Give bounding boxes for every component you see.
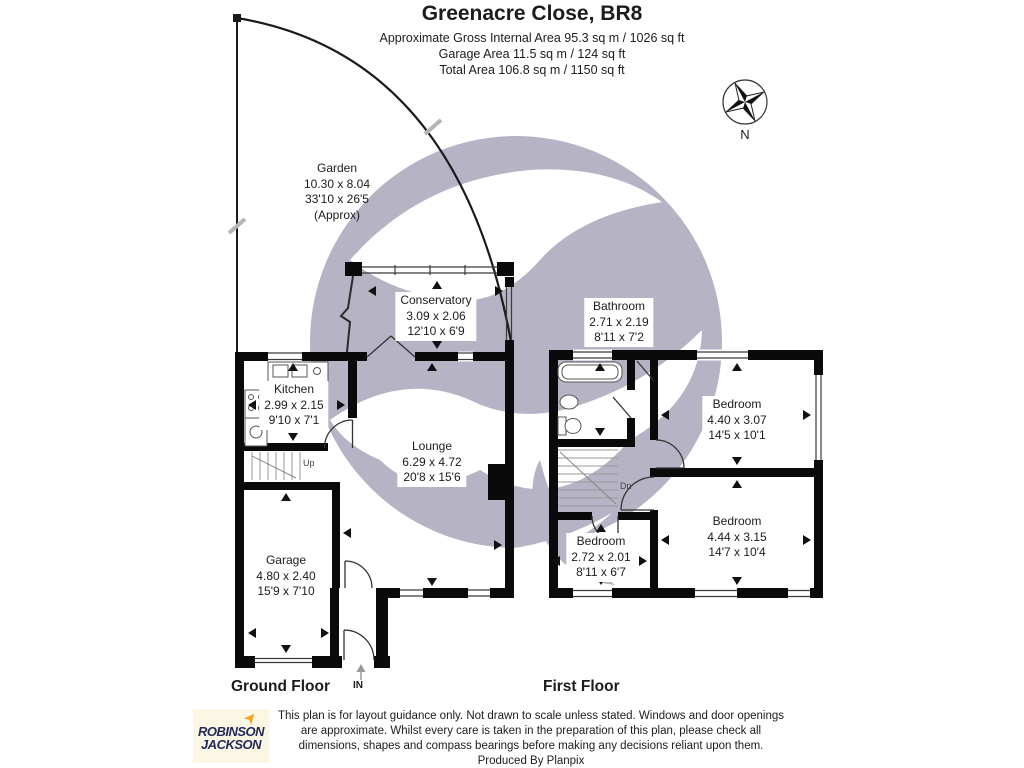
room-dim-imperial: 8'11 x 6'7 — [576, 565, 626, 579]
room-dim-metric: 4.40 x 3.07 — [707, 412, 767, 427]
room-name: Bedroom — [712, 514, 762, 528]
room-dim-imperial: 20'8 x 15'6 — [403, 470, 461, 484]
stairs-up-label: Up — [303, 458, 315, 468]
room-dim-note: (Approx) — [313, 207, 360, 222]
room-dim-imperial: 8'11 x 7'2 — [594, 330, 644, 344]
first-floor-windows — [573, 349, 824, 599]
room-label-conservatory: Conservatory 3.09 x 2.06 12'10 x 6'9 — [395, 292, 477, 341]
room-name: Conservatory — [400, 293, 472, 307]
room-name: Bedroom — [576, 534, 626, 548]
logo-line-2: JACKSON — [200, 737, 262, 752]
first-floor-walls — [549, 350, 823, 598]
ground-floor-title: Ground Floor — [231, 678, 331, 695]
room-dim-metric: 4.44 x 3.15 — [707, 529, 767, 544]
room-dim-metric: 10.30 x 8.04 — [303, 176, 371, 191]
ground-floor-plan — [235, 262, 514, 680]
first-floor-title: First Floor — [543, 678, 620, 695]
ground-floor-doors — [323, 335, 416, 661]
garden-boundary — [227, 14, 514, 352]
produced-by-line: Produced By Planpix — [477, 755, 585, 767]
room-name: Bedroom — [712, 397, 762, 411]
ground-floor-walls — [235, 262, 514, 668]
room-label-bedroom-2: Bedroom 4.44 x 3.15 14'7 x 10'4 — [702, 513, 772, 562]
room-dim-metric: 2.71 x 2.19 — [589, 314, 649, 329]
ground-floor-stairs — [251, 452, 301, 480]
room-label-bedroom-3: Bedroom 2.72 x 2.01 8'11 x 6'7 — [566, 533, 636, 582]
compass-icon — [722, 79, 768, 125]
room-name: Kitchen — [273, 382, 315, 396]
garage-area-line: Garage Area 11.5 sq m / 124 sq ft — [438, 47, 626, 61]
room-dim-imperial: 33'10 x 26'5 — [305, 192, 369, 206]
compass-north-label: N — [740, 127, 750, 142]
disclaimer-line-1: This plan is for layout guidance only. N… — [277, 710, 785, 722]
page-title: Greenacre Close, BR8 — [421, 2, 643, 25]
room-dim-imperial: 15'9 x 7'10 — [257, 584, 315, 598]
room-label-bathroom: Bathroom 2.71 x 2.19 8'11 x 7'2 — [584, 298, 654, 347]
room-label-bedroom-1: Bedroom 4.40 x 3.07 14'5 x 10'1 — [702, 396, 772, 445]
ground-floor-windows — [255, 265, 513, 664]
room-label-garden: Garden 10.30 x 8.04 33'10 x 26'5 (Approx… — [299, 160, 375, 224]
room-name: Garden — [316, 161, 358, 175]
entrance-in-label: IN — [353, 680, 363, 691]
room-dim-metric: 2.99 x 2.15 — [264, 397, 324, 412]
first-floor-stairs — [558, 449, 618, 507]
room-name: Lounge — [411, 439, 453, 453]
conservatory-side-wall — [339, 275, 354, 353]
room-name: Garage — [265, 553, 307, 567]
stairs-down-label: Dn — [620, 481, 632, 491]
disclaimer-line-3: dimensions, shapes and compass bearings … — [298, 740, 764, 752]
ground-floor-dimension-arrows — [248, 281, 503, 653]
total-area-line: Total Area 106.8 sq m / 1150 sq ft — [439, 63, 625, 77]
room-dim-metric: 3.09 x 2.06 — [406, 308, 466, 323]
room-dim-imperial: 14'5 x 10'1 — [708, 428, 766, 442]
room-dim-metric: 2.72 x 2.01 — [571, 549, 631, 564]
entrance-arrow — [356, 664, 366, 680]
disclaimer-line-2: are approximate. Whilst every care is ta… — [300, 725, 762, 737]
robinson-jackson-logo: ➤ ROBINSON JACKSON — [193, 708, 269, 763]
room-label-kitchen: Kitchen 2.99 x 2.15 9'10 x 7'1 — [259, 381, 329, 430]
room-dim-metric: 6.29 x 4.72 — [402, 454, 462, 469]
room-label-garage: Garage 4.80 x 2.40 15'9 x 7'10 — [251, 552, 321, 601]
gross-area-line: Approximate Gross Internal Area 95.3 sq … — [379, 31, 685, 45]
room-dim-metric: 4.80 x 2.40 — [256, 568, 316, 583]
room-label-lounge: Lounge 6.29 x 4.72 20'8 x 15'6 — [397, 438, 467, 487]
room-dim-imperial: 12'10 x 6'9 — [407, 324, 465, 338]
room-name: Bathroom — [592, 299, 646, 313]
disclaimer: This plan is for layout guidance only. N… — [181, 709, 881, 768]
bathroom-fixtures — [557, 361, 623, 436]
room-dim-imperial: 9'10 x 7'1 — [268, 413, 320, 427]
room-dim-imperial: 14'7 x 10'4 — [708, 545, 766, 559]
logo-line-1: ROBINSON — [197, 724, 265, 739]
